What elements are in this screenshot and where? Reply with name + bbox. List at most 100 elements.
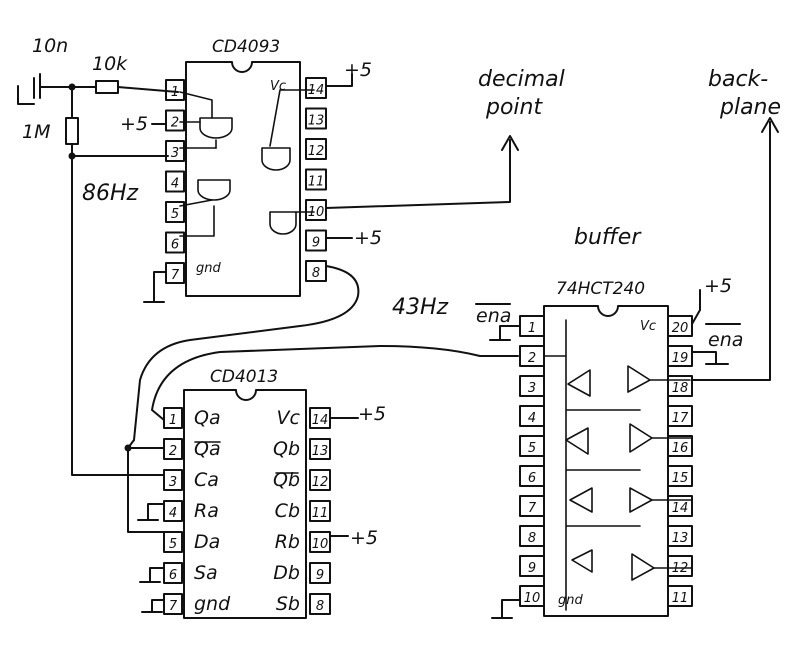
chip-cd4013-body bbox=[183, 389, 307, 619]
cd4013-plus5-pin14: +5 bbox=[358, 403, 386, 425]
hct240-pin-box-4 bbox=[519, 405, 545, 427]
cd4013-pin-label-2: Qa bbox=[194, 438, 221, 460]
cd4093-pin-box-5 bbox=[165, 201, 185, 223]
hct240-pin-6: 6 bbox=[528, 471, 536, 486]
cd4093-pin-box-13 bbox=[305, 107, 327, 130]
cd4013-pin-label-10: Rb bbox=[275, 531, 300, 553]
hct240-pin-box-16 bbox=[667, 435, 693, 457]
cd4013-pin-2: 2 bbox=[169, 444, 177, 459]
cd4093-pin-4: 4 bbox=[171, 177, 179, 192]
cd4093-pin-box-6 bbox=[165, 231, 185, 254]
cd4013-pin-box-12 bbox=[309, 469, 331, 491]
cd4013-pin-3: 3 bbox=[169, 475, 177, 490]
chip-74hct240-body bbox=[543, 305, 669, 617]
cd4013-pin-box-1 bbox=[163, 407, 183, 429]
hct240-pin-14: 14 bbox=[672, 501, 689, 516]
hct240-pin-box-7 bbox=[519, 495, 545, 517]
buffer-tri-l3 bbox=[569, 487, 593, 513]
cd4093-pin-box-2 bbox=[165, 109, 185, 132]
buffer-tri-l1 bbox=[567, 369, 591, 397]
chip-cd4093-title: CD4093 bbox=[212, 37, 280, 57]
cd4093-plus5-pin9: +5 bbox=[354, 227, 382, 249]
nand-gate-2 bbox=[197, 179, 231, 201]
cd4093-plus5-pin14: +5 bbox=[344, 59, 372, 81]
hct240-pin-box-20 bbox=[667, 315, 693, 337]
nand-gate-3 bbox=[261, 147, 291, 171]
capacitor-10n bbox=[33, 73, 41, 99]
hct240-pin-box-9 bbox=[519, 555, 545, 577]
cd4093-pin-box-11 bbox=[305, 168, 327, 191]
cd4013-pin-label-7: gnd bbox=[194, 593, 231, 615]
cd4093-pin-box-1 bbox=[165, 79, 185, 101]
nand-gate-1 bbox=[199, 117, 233, 149]
ground-symbol bbox=[17, 85, 35, 105]
cd4093-pin-8: 8 bbox=[312, 266, 320, 281]
hct240-pin-box-17 bbox=[667, 405, 693, 427]
cd4093-pin-box-8 bbox=[305, 260, 327, 282]
cd4013-pin-6: 6 bbox=[169, 568, 177, 583]
cd4093-pin-3: 3 bbox=[171, 146, 179, 161]
cd4013-pin-12: 12 bbox=[312, 475, 329, 490]
hct240-pin-box-8 bbox=[519, 525, 545, 547]
hct240-pin-1: 1 bbox=[528, 321, 536, 336]
cd4013-pin-box-9 bbox=[309, 562, 331, 584]
hct240-pin-box-3 bbox=[519, 375, 545, 397]
hct240-pin-16: 16 bbox=[672, 441, 689, 456]
hct240-pin-box-13 bbox=[667, 525, 693, 547]
cd4093-pin-box-14 bbox=[305, 77, 327, 99]
buffer-tri-r1 bbox=[627, 365, 651, 393]
cd4093-pin-7: 7 bbox=[171, 268, 180, 283]
hct240-pin-7: 7 bbox=[528, 501, 537, 516]
cd4013-pin-label-9: Db bbox=[273, 562, 300, 584]
buffer-label: buffer bbox=[574, 225, 642, 250]
cd4013-pin-box-3 bbox=[163, 469, 183, 491]
cd4013-pin-label-12: Qb bbox=[273, 469, 300, 491]
cd4093-pin-2: 2 bbox=[171, 116, 179, 131]
cd4093-pin-10: 10 bbox=[308, 205, 325, 220]
cd4013-pin-label-4: Ra bbox=[194, 500, 219, 522]
hct-ena-pin1: ena bbox=[476, 305, 511, 327]
cd4013-pin-10: 10 bbox=[312, 537, 329, 552]
hct240-pin-box-5 bbox=[519, 435, 545, 457]
cd4093-pin-12: 12 bbox=[308, 144, 325, 159]
buffer-tri-r4 bbox=[631, 553, 655, 581]
cd4013-pin-box-11 bbox=[309, 500, 331, 522]
decimal-label-line2: point bbox=[485, 95, 543, 120]
buffer-tri-r3 bbox=[629, 487, 653, 513]
cd4013-pin-5: 5 bbox=[169, 537, 177, 552]
hct240-pin-10: 10 bbox=[524, 591, 541, 606]
cd4013-pin-label-13: Qb bbox=[273, 438, 300, 460]
cd4093-pin-box-12 bbox=[305, 138, 327, 160]
cd4093-pin-box-9 bbox=[305, 229, 327, 252]
resistor-10k bbox=[95, 80, 119, 94]
hct240-pin-box-11 bbox=[667, 585, 693, 607]
cd4013-pin-9: 9 bbox=[316, 568, 324, 583]
cd4013-pin-label-6: Sa bbox=[194, 562, 218, 584]
cd4013-plus5-pin10: +5 bbox=[350, 527, 378, 549]
cd4013-pin-label-14: Vc bbox=[277, 407, 301, 429]
cd4013-pin-13: 13 bbox=[312, 444, 329, 459]
freq-43-label: 43Hz bbox=[392, 295, 449, 320]
hct240-pin-4: 4 bbox=[528, 411, 536, 426]
cd4013-pin-11: 11 bbox=[312, 506, 329, 521]
res-feedback-label: 1M bbox=[22, 121, 50, 143]
cd4093-pin-box-3 bbox=[165, 140, 185, 162]
buffer-tri-l2 bbox=[565, 427, 589, 455]
freq-86-label: 86Hz bbox=[82, 181, 139, 206]
hct-gnd-label: gnd bbox=[558, 593, 583, 608]
hct240-pin-11: 11 bbox=[672, 591, 689, 606]
hct240-pin-13: 13 bbox=[672, 531, 689, 546]
cd4013-pin-8: 8 bbox=[316, 599, 324, 614]
cd4013-pin-box-7 bbox=[163, 593, 183, 615]
cd4093-pin-14: 14 bbox=[308, 83, 325, 98]
hct240-pin-8: 8 bbox=[528, 531, 536, 546]
cd4093-plus5-pin2: +5 bbox=[120, 113, 148, 135]
cd4093-pin-9: 9 bbox=[312, 236, 320, 251]
cd4013-pin-4: 4 bbox=[169, 506, 177, 521]
hct240-pin-5: 5 bbox=[528, 441, 536, 456]
res-series-label: 10k bbox=[92, 53, 128, 75]
buffer-tri-r2 bbox=[629, 423, 653, 453]
chip-cd4093-body bbox=[185, 61, 301, 297]
